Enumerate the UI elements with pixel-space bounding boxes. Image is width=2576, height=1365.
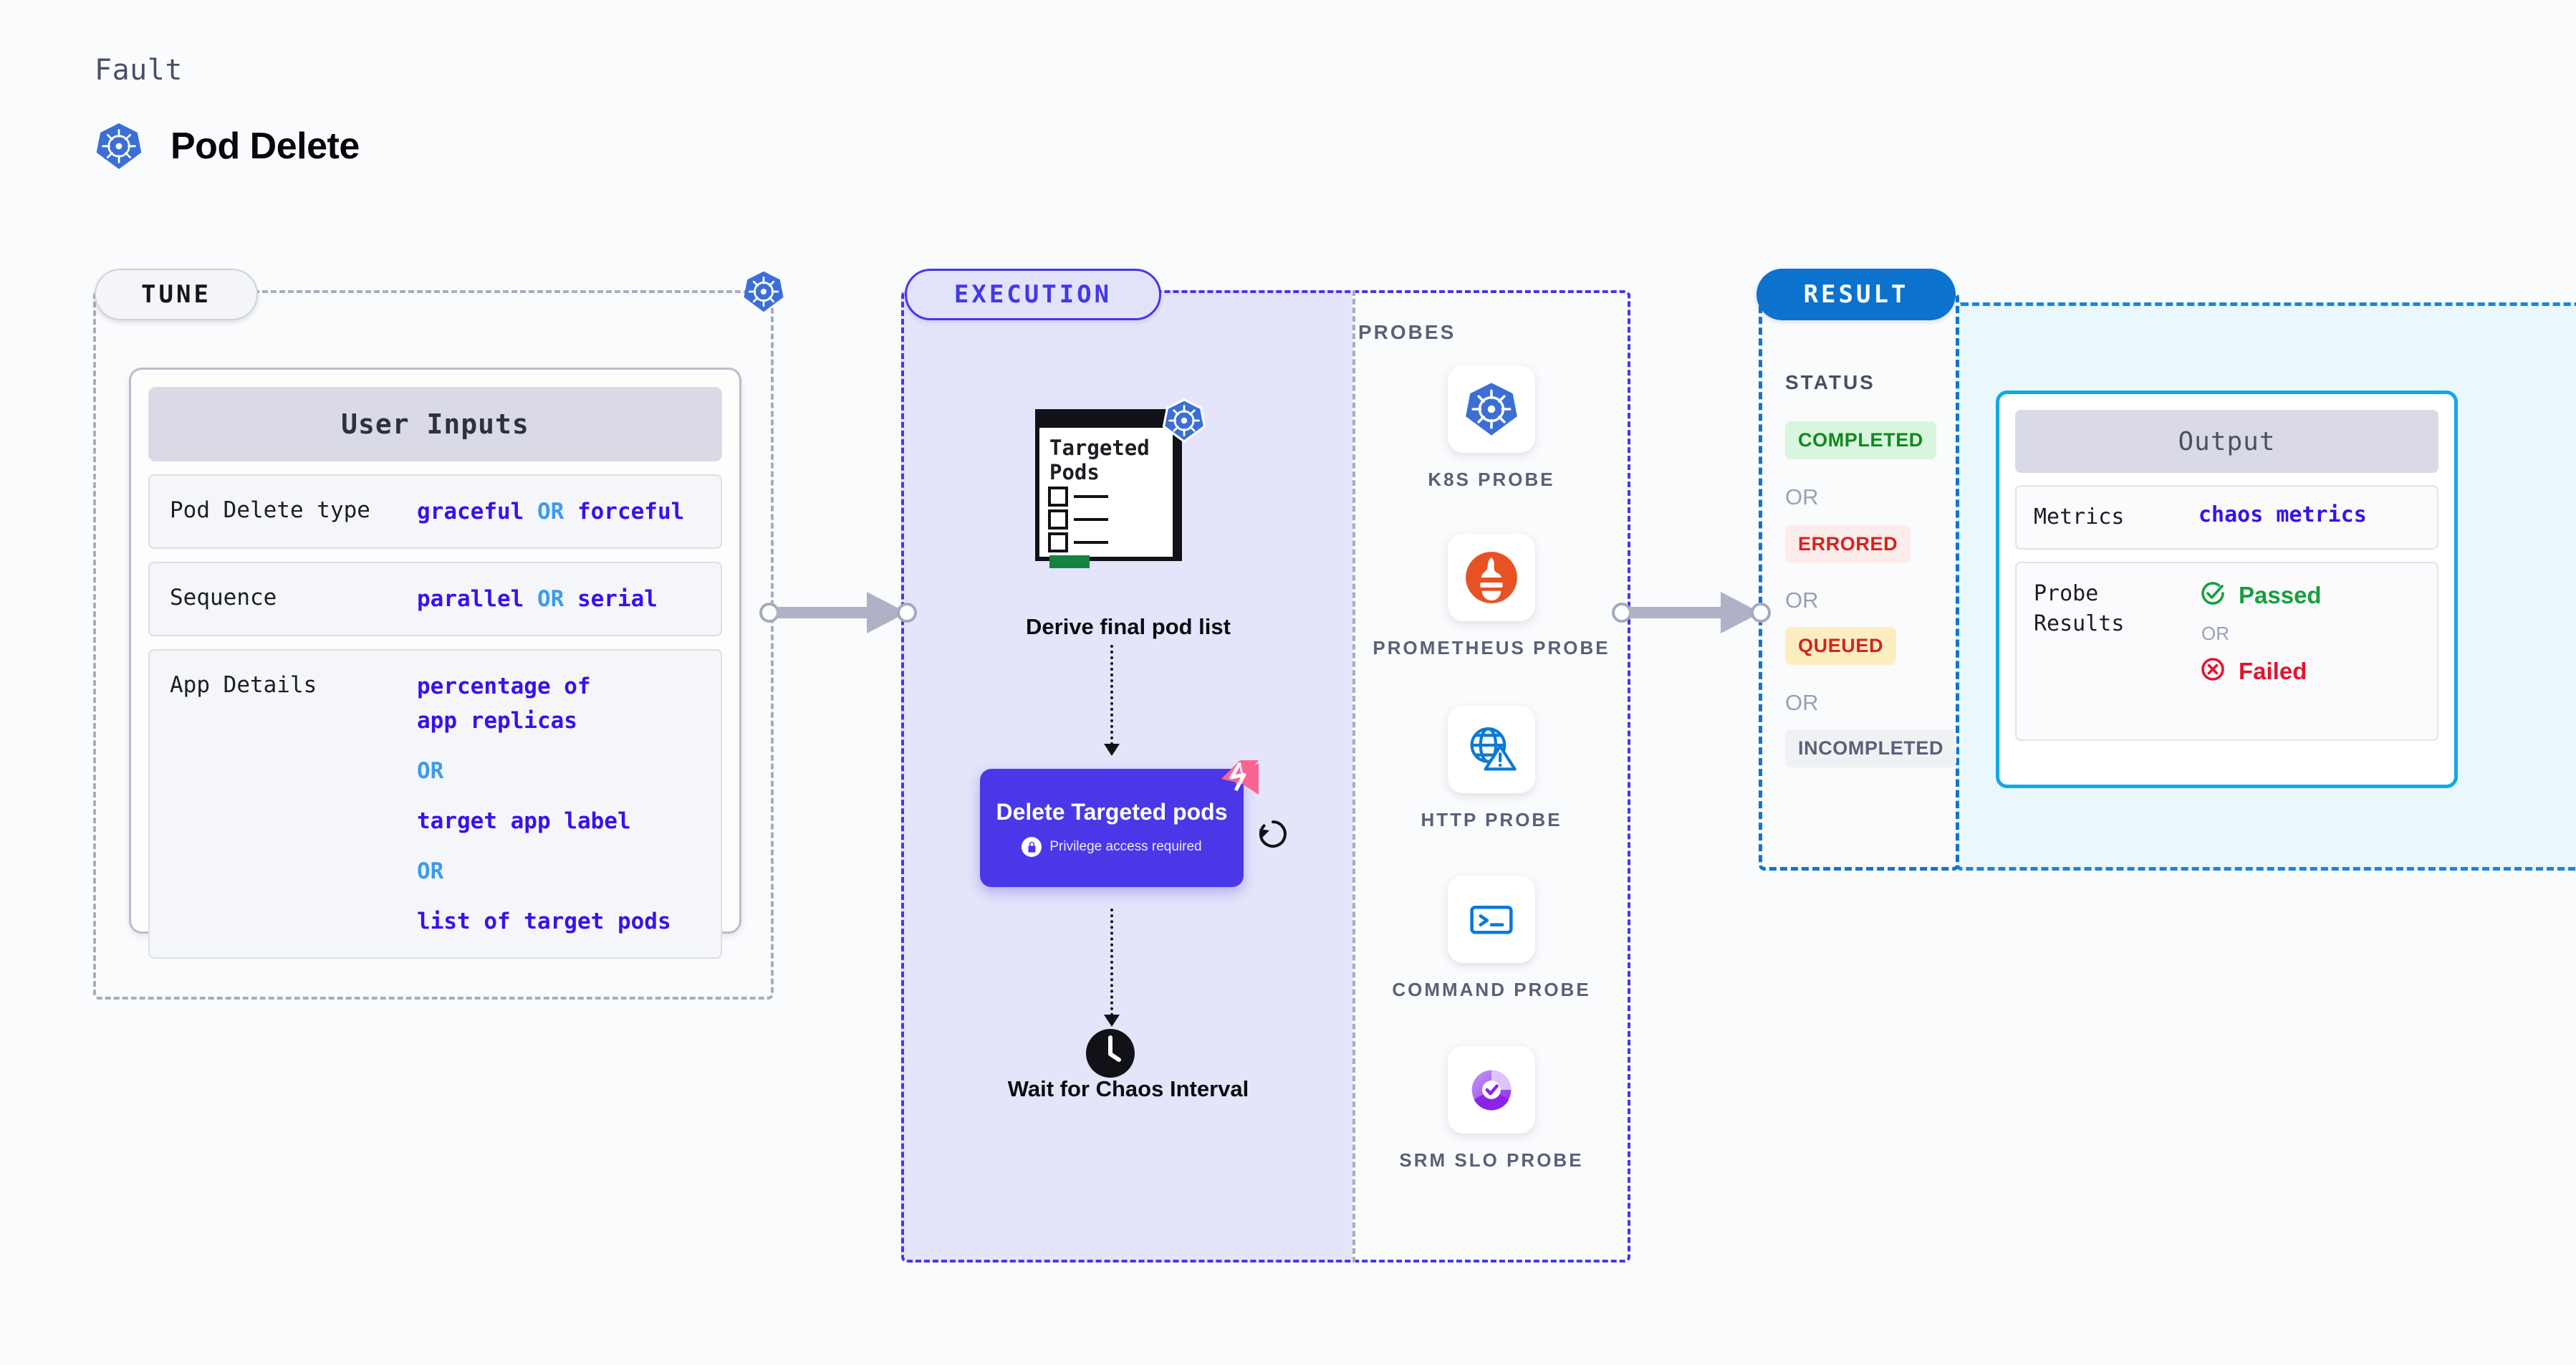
value-option: forceful <box>577 499 685 525</box>
delete-targeted-pods-card[interactable]: Delete Targeted pods Privilege access re… <box>980 769 1244 887</box>
kubernetes-icon <box>1448 365 1535 453</box>
harness-pink-badge-icon <box>1216 757 1263 804</box>
derive-pod-list-caption: Derive final pod list <box>1026 614 1231 639</box>
privilege-note: Privilege access required <box>1022 837 1202 858</box>
row-value: percentage of app replicas OR target app… <box>417 669 671 939</box>
row-key: Probe Results <box>2034 581 2125 636</box>
row-key: App Details <box>170 672 317 699</box>
probe-item-k8s[interactable]: K8S PROBE <box>1352 365 1630 492</box>
probe-label: COMMAND PROBE <box>1392 979 1591 1000</box>
value-option: list of target pods <box>417 909 671 935</box>
check-circle-icon <box>2198 579 2227 611</box>
probes-region <box>1352 290 1630 1263</box>
document-kubernetes-badge-icon <box>1162 398 1206 446</box>
value-option: target app label <box>417 808 631 835</box>
status-title: STATUS <box>1785 371 1875 393</box>
output-probe-results-row[interactable]: Probe Results Passed OR <box>2015 562 2438 741</box>
kubernetes-icon <box>95 122 143 171</box>
connector-execution-to-result <box>1612 588 1771 638</box>
or-separator: OR <box>2201 623 2229 644</box>
probe-item-command[interactable]: COMMAND PROBE <box>1352 876 1630 1002</box>
status-badge-completed: COMPLETED <box>1785 421 1936 459</box>
or-separator: OR <box>1785 690 1819 715</box>
probe-result-passed-label: Passed <box>2239 581 2322 608</box>
srm-slo-donut-icon <box>1448 1046 1535 1134</box>
targeted-pods-document-icon: Targeted Pods <box>1029 403 1194 571</box>
row-key: Pod Delete type <box>170 497 370 523</box>
probe-item-srm-slo[interactable]: SRM SLO PROBE <box>1352 1046 1630 1173</box>
page-title: Pod Delete <box>170 125 360 167</box>
table-row[interactable]: App Details percentage of app replicas O… <box>148 649 722 959</box>
svg-text:Targeted: Targeted <box>1049 436 1150 460</box>
row-key: Metrics <box>2034 504 2125 530</box>
probe-result-failed: Failed <box>2198 655 2322 687</box>
probe-label: HTTP PROBE <box>1421 809 1562 830</box>
lock-icon <box>1022 837 1042 858</box>
user-inputs-heading: User Inputs <box>148 387 722 461</box>
flow-arrow-2 <box>1104 1015 1120 1027</box>
status-badge-errored: ERRORED <box>1785 525 1911 563</box>
or-separator: OR <box>1785 588 1819 613</box>
connector-tune-to-execution <box>759 588 917 638</box>
probe-item-http[interactable]: HTTP PROBE <box>1352 706 1630 833</box>
status-badge-incompleted: INCOMPLETED <box>1785 729 1957 767</box>
value-option: percentage of app replicas <box>417 674 591 734</box>
output-metrics-row[interactable]: Metrics chaos metrics <box>2015 485 2438 550</box>
tune-region <box>93 290 774 1000</box>
wait-chaos-interval-caption: Wait for Chaos Interval <box>1007 1076 1249 1101</box>
or-separator: OR <box>537 499 564 525</box>
fault-title-row: Pod Delete <box>95 122 360 171</box>
globe-warning-icon <box>1448 706 1535 793</box>
tune-pill[interactable]: TUNE <box>95 269 258 320</box>
tune-kubernetes-badge-icon <box>742 270 785 317</box>
result-pill[interactable]: RESULT <box>1756 269 1956 320</box>
status-badge-queued: QUEUED <box>1785 627 1897 665</box>
row-key: Sequence <box>170 585 277 611</box>
probe-results-values: Passed OR Failed <box>2198 579 2322 687</box>
flow-arrow-1 <box>1104 744 1120 756</box>
output-heading: Output <box>2015 410 2438 473</box>
flow-connector-2 <box>1110 909 1113 1016</box>
probe-result-failed-label: Failed <box>2239 657 2307 684</box>
row-value: parallel OR serial <box>417 582 658 616</box>
flow-connector-1 <box>1110 645 1113 745</box>
value-option: serial <box>577 586 658 613</box>
table-row[interactable]: Pod Delete type graceful OR forceful <box>148 474 722 550</box>
prometheus-icon <box>1448 534 1535 621</box>
or-separator: OR <box>537 586 564 613</box>
execution-region <box>901 290 1630 1263</box>
fault-label: Fault <box>95 54 183 87</box>
probe-label: K8S PROBE <box>1428 469 1555 490</box>
svg-text:Pods: Pods <box>1049 460 1100 484</box>
probes-title: PROBES <box>1358 321 1456 343</box>
terminal-icon <box>1448 876 1535 963</box>
probe-item-prometheus[interactable]: PROMETHEUS PROBE <box>1352 534 1630 661</box>
x-circle-icon <box>2198 655 2227 687</box>
or-separator: OR <box>417 858 444 885</box>
or-separator: OR <box>417 758 444 785</box>
privilege-note-label: Privilege access required <box>1049 839 1202 855</box>
value-option: graceful <box>417 499 524 525</box>
delete-targeted-pods-title: Delete Targeted pods <box>996 798 1228 825</box>
output-card: Output Metrics chaos metrics Probe Resul… <box>1996 391 2458 788</box>
probe-label: SRM SLO PROBE <box>1399 1149 1584 1171</box>
row-value: graceful OR forceful <box>417 494 684 529</box>
row-value: chaos metrics <box>2198 502 2367 527</box>
value-option: parallel <box>417 586 524 613</box>
execution-pill[interactable]: EXECUTION <box>905 269 1161 320</box>
user-inputs-card: User Inputs Pod Delete type graceful OR … <box>129 368 741 959</box>
or-separator: OR <box>1785 484 1819 509</box>
probe-result-passed: Passed <box>2198 579 2322 611</box>
clock-icon <box>1085 1028 1136 1083</box>
table-row[interactable]: Sequence parallel OR serial <box>148 562 722 637</box>
reload-icon[interactable] <box>1256 817 1290 855</box>
probe-label: PROMETHEUS PROBE <box>1373 637 1610 658</box>
